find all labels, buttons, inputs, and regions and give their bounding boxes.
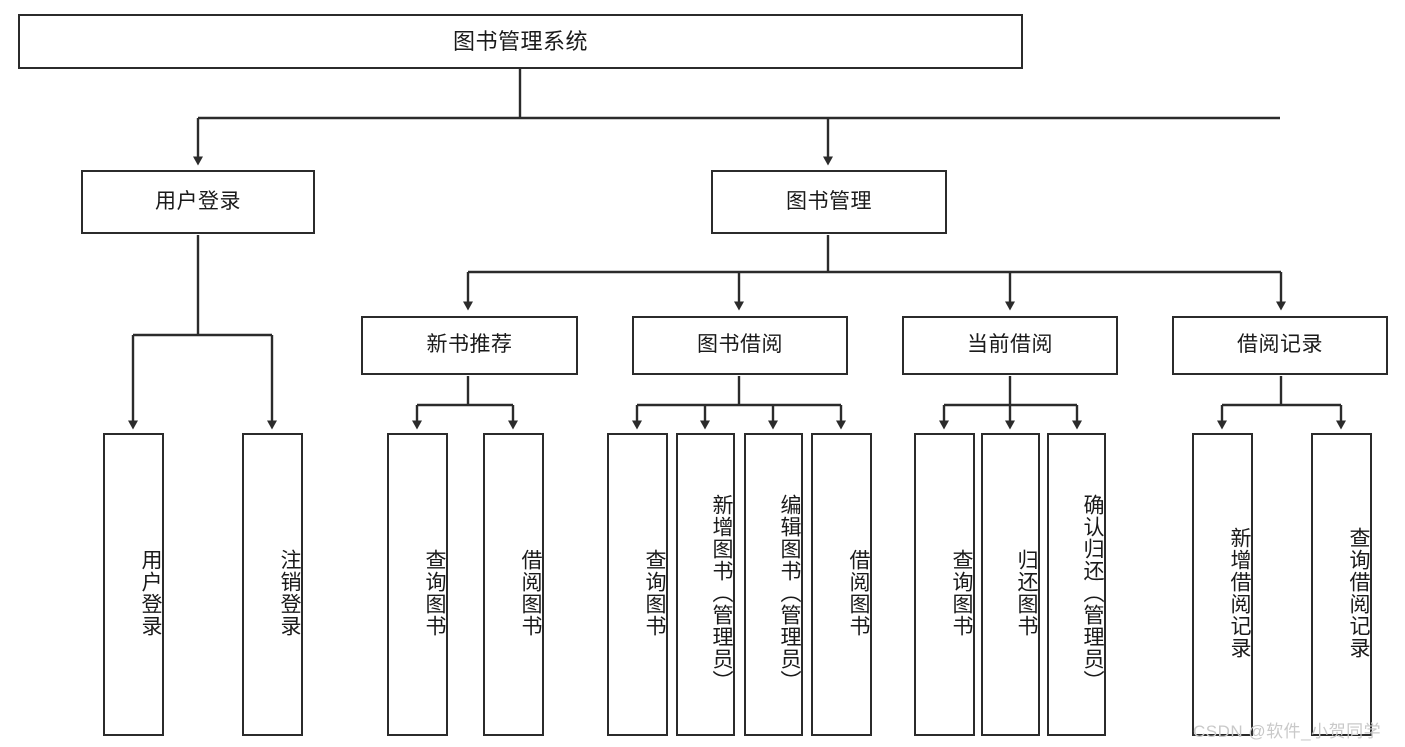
leaf-borrow-borrow-book[interactable]: 借阅图书: [811, 433, 872, 736]
node-root[interactable]: 图书管理系统: [18, 14, 1023, 69]
leaf-current-return-book[interactable]: 归还图书: [981, 433, 1040, 736]
node-book-borrow[interactable]: 图书借阅: [632, 316, 848, 375]
leaf-current-return-book-label: 归还图书: [1015, 548, 1038, 637]
leaf-current-query-book-label: 查询图书: [950, 548, 973, 637]
node-book-management-label: 图书管理: [786, 189, 872, 213]
leaf-user-login-label: 用户登录: [139, 548, 162, 637]
node-root-label: 图书管理系统: [452, 28, 588, 54]
leaf-borrow-add-book-label: 新增图书（管理员）: [710, 493, 733, 692]
leaf-newbook-query-book[interactable]: 查询图书: [387, 433, 448, 736]
leaf-newbook-borrow-book-label: 借阅图书: [519, 548, 542, 637]
leaf-newbook-query-book-label: 查询图书: [423, 548, 446, 637]
leaf-borrow-borrow-book-label: 借阅图书: [847, 548, 870, 637]
leaf-record-query-record[interactable]: 查询借阅记录: [1311, 433, 1372, 736]
leaf-borrow-edit-book-label: 编辑图书（管理员）: [778, 493, 801, 692]
node-current-borrow-label: 当前借阅: [967, 333, 1053, 357]
leaf-logout-label: 注销登录: [278, 548, 301, 637]
node-book-borrow-label: 图书借阅: [697, 333, 783, 357]
leaf-current-confirm-return-label: 确认归还（管理员）: [1081, 493, 1104, 692]
node-new-book-recommend-label: 新书推荐: [426, 333, 513, 357]
node-user-login-label: 用户登录: [155, 189, 241, 213]
leaf-newbook-borrow-book[interactable]: 借阅图书: [483, 433, 544, 736]
leaf-logout[interactable]: 注销登录: [242, 433, 303, 736]
leaf-record-query-record-label: 查询借阅记录: [1347, 526, 1370, 659]
csdn-watermark: CSDN @软件_小贺同学: [1193, 722, 1382, 741]
leaf-borrow-add-book[interactable]: 新增图书（管理员）: [676, 433, 735, 736]
node-book-management[interactable]: 图书管理: [711, 170, 947, 234]
node-new-book-recommend[interactable]: 新书推荐: [361, 316, 578, 375]
node-current-borrow[interactable]: 当前借阅: [902, 316, 1118, 375]
node-borrow-record-label: 借阅记录: [1237, 333, 1323, 357]
leaf-current-query-book[interactable]: 查询图书: [914, 433, 975, 736]
leaf-current-confirm-return[interactable]: 确认归还（管理员）: [1047, 433, 1106, 736]
leaf-borrow-edit-book[interactable]: 编辑图书（管理员）: [744, 433, 803, 736]
leaf-borrow-query-book-label: 查询图书: [643, 548, 666, 637]
leaf-borrow-query-book[interactable]: 查询图书: [607, 433, 668, 736]
node-user-login[interactable]: 用户登录: [81, 170, 315, 234]
leaf-record-add-record[interactable]: 新增借阅记录: [1192, 433, 1253, 736]
node-borrow-record[interactable]: 借阅记录: [1172, 316, 1388, 375]
leaf-user-login[interactable]: 用户登录: [103, 433, 164, 736]
leaf-record-add-record-label: 新增借阅记录: [1228, 526, 1251, 659]
